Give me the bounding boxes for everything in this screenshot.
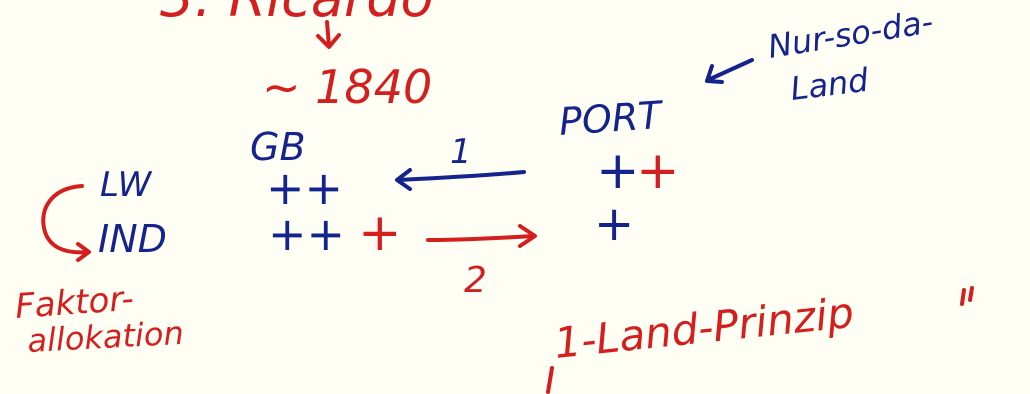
country-gb: GB xyxy=(250,125,306,169)
factor-line2: allokation xyxy=(26,314,184,360)
arrow-1-label: 1 xyxy=(450,132,472,172)
port-ind-marks: + xyxy=(594,196,634,252)
gb-lw-marks: ++ xyxy=(266,161,343,215)
row-label-ind: IND xyxy=(98,217,167,261)
row-label-lw: LW xyxy=(100,165,153,205)
loop-arrow-icon xyxy=(41,184,91,262)
side-note-line2: Land xyxy=(788,61,871,108)
principle-tick-icon xyxy=(546,366,554,394)
factor-line1: Faktor- xyxy=(14,279,135,327)
country-port: PORT xyxy=(558,93,666,144)
arrow-2-label: 2 xyxy=(464,260,487,301)
pointer-arrow-icon xyxy=(705,58,754,84)
trade-arrow-2-icon xyxy=(426,224,537,248)
port-lw-extra-mark: + xyxy=(636,141,680,201)
year-label: ~ 1840 xyxy=(262,60,432,114)
heading-partial: 3. Ricardo xyxy=(160,0,434,29)
side-note-line1: Nur-so-da- xyxy=(765,2,935,66)
down-arrow-icon xyxy=(316,20,341,49)
principle-quote-icon xyxy=(960,286,974,306)
gb-ind-marks: ++ xyxy=(268,207,345,261)
gb-ind-extra-mark: + xyxy=(358,203,402,263)
trade-arrow-1-icon xyxy=(395,168,526,191)
port-lw-marks: + xyxy=(596,141,640,201)
principle-label: 1-Land-Prinzip xyxy=(552,288,856,368)
